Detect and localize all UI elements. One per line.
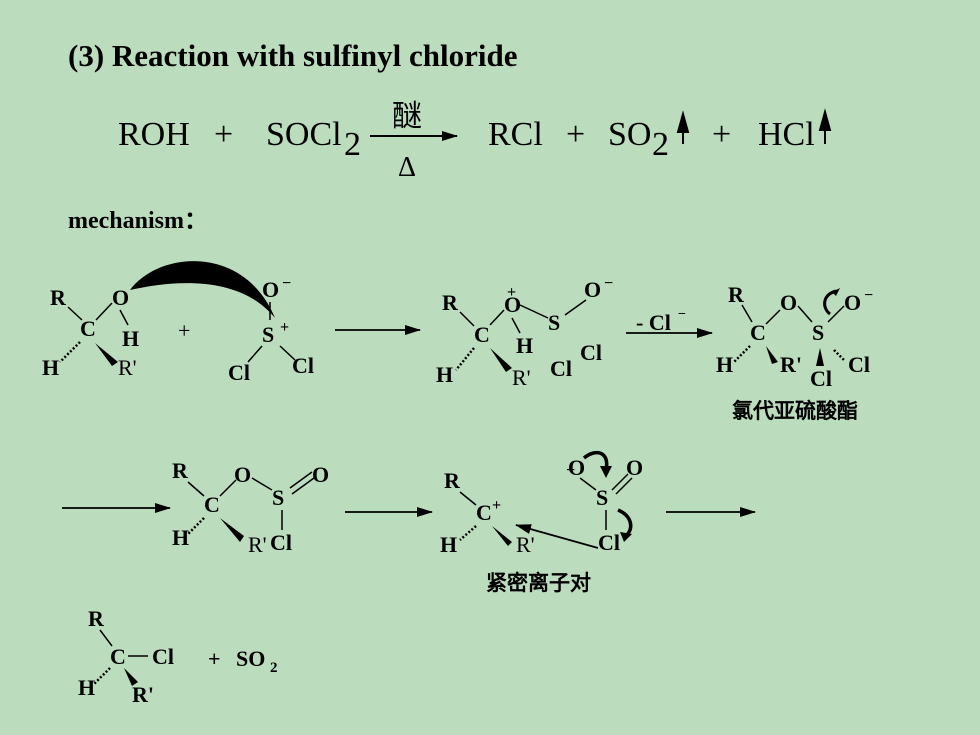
atom-r: R: [172, 458, 189, 483]
atom-s: S: [548, 310, 560, 335]
gas-arrow-icon: [818, 108, 832, 144]
atom-c: C: [110, 644, 126, 669]
atom-c: C: [204, 492, 220, 517]
atom-o: O: [780, 290, 797, 315]
curved-arrow-icon: [130, 261, 275, 318]
atom-r-prime: R': [132, 682, 154, 707]
atom-h: H: [440, 532, 457, 557]
atom-cl: Cl: [152, 644, 174, 669]
oxonium-intermediate: R + O O − C S H Cl Cl H R': [436, 275, 613, 390]
atom-o: O: [112, 285, 129, 310]
charge-plus: +: [280, 319, 289, 336]
ion-pair-caption: 紧密离子对: [486, 571, 591, 595]
plus-sign: +: [566, 116, 585, 153]
atom-o: O: [568, 455, 585, 480]
alcohol-molecule: R O C H H R': [42, 285, 139, 380]
reactant-socl2: SOCl: [266, 116, 342, 153]
atom-r: R: [50, 285, 67, 310]
atom-o: O: [262, 277, 279, 302]
atom-h: H: [78, 675, 95, 700]
atom-cl: Cl: [848, 352, 870, 377]
atom-cl: Cl: [270, 530, 292, 555]
atom-cl: Cl: [810, 366, 832, 391]
plus-sign: +: [178, 318, 190, 343]
subscript-2: 2: [270, 660, 278, 676]
atom-cl: Cl: [228, 360, 250, 385]
chloride-attack-arrow: [515, 524, 599, 549]
alkyl-chloride-product: R C Cl H R': [78, 606, 174, 707]
condition-ether: 醚: [392, 100, 422, 133]
atom-r-prime: R': [248, 532, 267, 557]
atom-c: C: [80, 316, 96, 341]
product-so2: SO: [236, 646, 265, 671]
atom-cl: Cl: [550, 356, 572, 381]
atom-s: S: [596, 485, 608, 510]
atom-o: O: [584, 277, 601, 302]
charge-plus: +: [492, 497, 501, 514]
slide-title: (3) Reaction with sulfinyl chloride: [68, 38, 518, 73]
plus-sign: +: [214, 116, 233, 153]
atom-r: R: [88, 606, 105, 631]
atom-o: O: [312, 462, 329, 487]
chlorosulfite-caption: 氯代亚硫酸酯: [732, 399, 858, 423]
atom-cl: Cl: [598, 530, 620, 555]
subscript-2: 2: [652, 126, 669, 163]
charge-minus: −: [678, 307, 686, 322]
atom-h: H: [436, 362, 453, 387]
atom-s: S: [262, 322, 274, 347]
chloride-loss-label: - Cl: [636, 310, 671, 335]
charge-minus: −: [566, 462, 575, 479]
charge-minus: −: [864, 287, 873, 304]
reactant-roh: ROH: [118, 116, 190, 153]
atom-r: R: [444, 468, 461, 493]
plus-sign: +: [712, 116, 731, 153]
thionyl-chloride-molecule: O − S + Cl Cl: [228, 275, 314, 385]
atom-r-prime: R': [780, 352, 802, 377]
condition-heat: Δ: [398, 152, 416, 183]
product-hcl: HCl: [758, 116, 815, 153]
atom-s: S: [272, 485, 284, 510]
product-so2: SO: [608, 116, 651, 153]
subscript-2: 2: [344, 126, 361, 163]
curved-arrow-icon: [823, 289, 837, 316]
atom-r-prime: R': [118, 355, 137, 380]
atom-h: H: [122, 326, 139, 351]
atom-r: R: [728, 282, 745, 307]
atom-o: O: [626, 455, 643, 480]
product-rcl: RCl: [488, 116, 543, 153]
gas-arrow-icon: [676, 110, 690, 144]
atom-cl: Cl: [580, 340, 602, 365]
curved-arrow-icon: [582, 450, 609, 471]
mechanism-label: mechanism：: [68, 208, 208, 234]
charge-minus: −: [604, 275, 613, 292]
protonated-chlorosulfite: R O O − C S H R' Cl Cl: [716, 282, 873, 391]
atom-cl: Cl: [292, 353, 314, 378]
charge-plus: +: [507, 284, 516, 301]
plus-sign: +: [208, 646, 221, 671]
alkyl-chlorosulfite: R O O C S H R' Cl: [172, 458, 329, 557]
atom-r: R: [442, 290, 459, 315]
atom-c: C: [750, 320, 766, 345]
atom-s: S: [812, 320, 824, 345]
atom-h: H: [172, 525, 189, 550]
atom-c-cation: C: [476, 500, 492, 525]
atom-h: H: [716, 352, 733, 377]
atom-h: H: [42, 355, 59, 380]
atom-o: O: [844, 290, 861, 315]
tight-ion-pair: R C + H R' − O O S Cl: [440, 455, 643, 557]
charge-minus: −: [282, 275, 291, 292]
overall-equation: ROH + SOCl 2 醚 Δ RCl + SO 2 + HCl: [118, 100, 832, 183]
atom-h: H: [516, 333, 533, 358]
atom-r-prime: R': [516, 532, 535, 557]
atom-c: C: [474, 322, 490, 347]
atom-o: O: [234, 462, 251, 487]
atom-o: O: [504, 292, 521, 317]
atom-r-prime: R': [512, 365, 531, 390]
